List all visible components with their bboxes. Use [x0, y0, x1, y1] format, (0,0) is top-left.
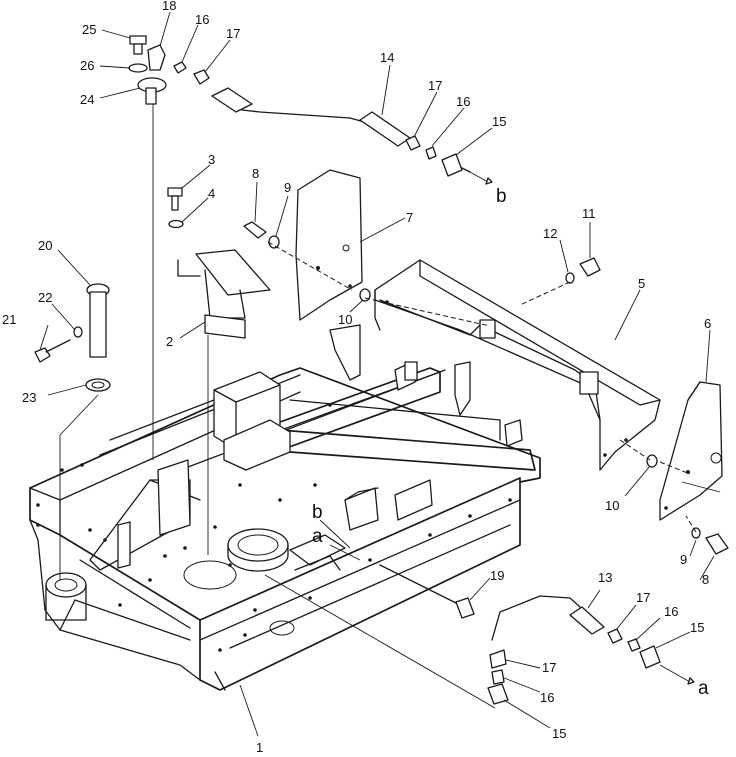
callout-24: 24	[80, 92, 94, 107]
callout-6: 6	[704, 316, 711, 331]
connector-b-outlet: b	[496, 186, 507, 207]
main-frame-part-1	[29, 324, 541, 691]
callout-10-lower: 10	[605, 498, 619, 513]
callout-18: 18	[162, 0, 176, 13]
callout-8-upper: 8	[252, 166, 259, 181]
callout-22: 22	[38, 290, 52, 305]
callout-5: 5	[638, 276, 645, 291]
callout-9-upper: 9	[284, 180, 291, 195]
callout-21: 21	[2, 312, 16, 327]
callout-16-right: 16	[664, 604, 678, 619]
callout-17-right: 17	[636, 590, 650, 605]
callout-1: 1	[256, 740, 263, 755]
assembly-lines	[59, 104, 697, 709]
connector-a-outlet: a	[698, 678, 709, 699]
callout-7: 7	[406, 210, 413, 225]
callout-17-hose: 17	[428, 78, 442, 93]
callout-3: 3	[208, 152, 215, 167]
connector-labels: b a b a	[312, 186, 709, 699]
callout-20: 20	[38, 238, 52, 253]
callout-11: 11	[582, 206, 596, 221]
callout-15-right: 15	[690, 620, 704, 635]
side-plate-part-6	[659, 381, 723, 521]
fastener-parts	[34, 35, 729, 705]
callout-23: 23	[22, 390, 36, 405]
callout-15-top: 15	[492, 114, 506, 129]
connector-b-inlet: b	[312, 502, 323, 523]
callout-15-bottom: 15	[552, 726, 566, 741]
callout-labels: 1 2 3 4 5 6 7 8 8 9 9 10 10 11 12 13 14 …	[2, 0, 711, 755]
callout-2: 2	[166, 334, 173, 349]
callout-13: 13	[598, 570, 612, 585]
callout-19: 19	[490, 568, 504, 583]
callout-leaders	[39, 11, 715, 737]
side-plate-part-5	[374, 259, 661, 471]
connector-arrows	[469, 171, 695, 685]
callout-17-bottom: 17	[542, 660, 556, 675]
callout-25: 25	[82, 22, 96, 37]
callout-16-bottom: 16	[540, 690, 554, 705]
callout-12: 12	[543, 226, 557, 241]
callout-9-lower: 9	[680, 552, 687, 567]
callout-8-lower: 8	[702, 572, 709, 587]
callout-17-top: 17	[226, 26, 240, 41]
bracket-part-2	[177, 249, 271, 339]
callout-14: 14	[380, 50, 394, 65]
callout-26: 26	[80, 58, 94, 73]
connector-a-inlet: a	[312, 526, 323, 547]
callout-16-top: 16	[195, 12, 209, 27]
callout-4: 4	[208, 186, 215, 201]
side-plate-part-7	[295, 169, 363, 321]
callout-10-upper: 10	[338, 312, 352, 327]
callout-16-hose: 16	[456, 94, 470, 109]
